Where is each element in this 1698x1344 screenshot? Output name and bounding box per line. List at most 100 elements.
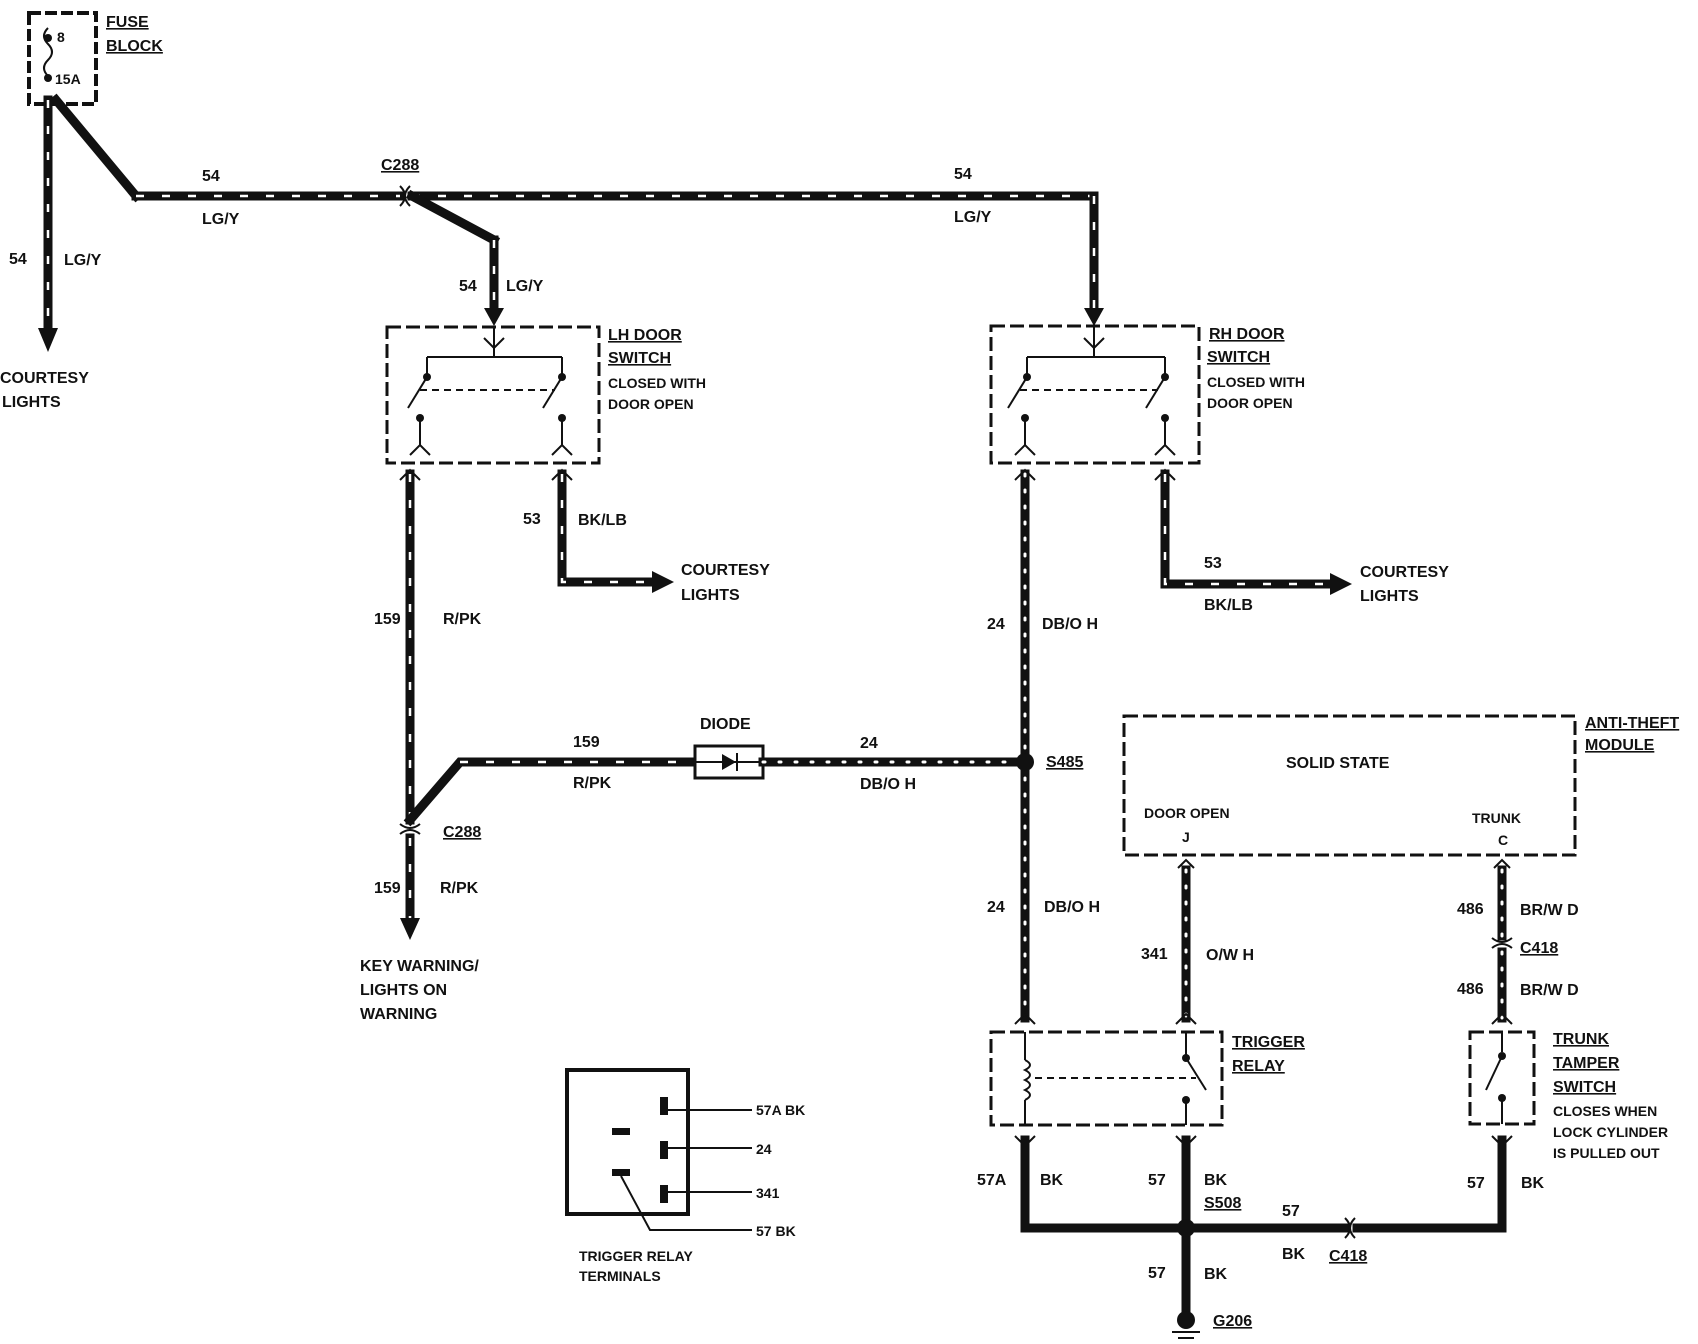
courtesy-lights-label: COURTESY xyxy=(0,370,89,387)
terminal-57a-bk-label: 57A BK xyxy=(756,1102,805,1118)
wire-57-label: 57 xyxy=(1282,1203,1300,1220)
fuse-block-title: FUSE xyxy=(106,14,149,31)
courtesy-lights-label: COURTESY xyxy=(681,562,770,579)
trunk-tamper-switch-title-line2: TAMPER xyxy=(1553,1055,1620,1072)
trigger-relay-terminals-title: TRIGGER RELAY xyxy=(579,1248,693,1264)
wire-bk-label: BK xyxy=(1040,1172,1064,1189)
courtesy-lights-label-line2: LIGHTS xyxy=(1360,588,1419,605)
trigger-relay xyxy=(989,1030,1224,1127)
wire-lgy-label: LG/Y xyxy=(202,211,240,228)
wire-54-label: 54 xyxy=(459,278,477,295)
wire-rpk-label: R/PK xyxy=(440,880,479,897)
wire-dboh-label: DB/O H xyxy=(1044,899,1100,916)
courtesy-lights-label-line2: LIGHTS xyxy=(2,394,61,411)
rh-door-switch-title-line2: SWITCH xyxy=(1207,349,1270,366)
wire-57a-label: 57A xyxy=(977,1172,1007,1189)
trunk-tamper-note: CLOSES WHEN xyxy=(1553,1103,1657,1119)
lh-door-switch xyxy=(385,325,601,465)
connector-c418-label: C418 xyxy=(1329,1248,1367,1265)
wire-486-label: 486 xyxy=(1457,981,1484,998)
terminal-24-label: 24 xyxy=(756,1141,772,1157)
wire-57-ground-network xyxy=(1014,1135,1513,1339)
door-open-pin-label: DOOR OPEN xyxy=(1144,805,1230,821)
wire-owh-label: O/W H xyxy=(1206,947,1254,964)
wire-53-label: 53 xyxy=(1204,555,1222,572)
wire-159-label: 159 xyxy=(573,734,600,751)
trigger-relay-terminals-title-line2: TERMINALS xyxy=(579,1268,661,1284)
wire-57-label: 57 xyxy=(1467,1175,1485,1192)
wire-rpk-label: R/PK xyxy=(443,611,482,628)
trigger-relay-title: TRIGGER xyxy=(1232,1034,1305,1051)
wire-bk-label: BK xyxy=(1204,1266,1228,1283)
wire-57-label: 57 xyxy=(1148,1172,1166,1189)
pin-j-label: J xyxy=(1182,829,1190,845)
fuse-number-label: 8 xyxy=(57,29,65,45)
anti-theft-module xyxy=(1122,714,1577,857)
wire-24-label: 24 xyxy=(987,899,1005,916)
wire-53-lh xyxy=(551,468,674,593)
wire-486-label: 486 xyxy=(1457,901,1484,918)
courtesy-lights-label: COURTESY xyxy=(1360,564,1449,581)
terminal-57-bk-label: 57 BK xyxy=(756,1223,796,1239)
connector-c288-label: C288 xyxy=(381,157,419,174)
diode xyxy=(693,744,765,780)
rh-door-switch-note-line2: DOOR OPEN xyxy=(1207,395,1293,411)
key-warning-label-line2: LIGHTS ON xyxy=(360,982,447,999)
wire-341-label: 341 xyxy=(1141,946,1168,963)
wire-lgy-label: LG/Y xyxy=(954,209,992,226)
courtesy-lights-label-line2: LIGHTS xyxy=(681,587,740,604)
pin-c-label: C xyxy=(1498,832,1508,848)
wire-53-rh xyxy=(1154,468,1352,595)
connector-c418-label: C418 xyxy=(1520,940,1558,957)
terminal-341-label: 341 xyxy=(756,1185,780,1201)
wire-24-label: 24 xyxy=(987,616,1005,633)
wire-dboh-label: DB/O H xyxy=(860,776,916,793)
trunk-tamper-switch-title: TRUNK xyxy=(1553,1031,1609,1048)
fuse-block-title-line2: BLOCK xyxy=(106,38,163,55)
wire-159-label: 159 xyxy=(374,880,401,897)
wire-brwd-label: BR/W D xyxy=(1520,902,1579,919)
wire-lgy-label: LG/Y xyxy=(506,278,544,295)
lh-door-switch-note-line2: DOOR OPEN xyxy=(608,396,694,412)
wire-bklb-label: BK/LB xyxy=(578,512,627,529)
trunk-tamper-note-line2: LOCK CYLINDER xyxy=(1553,1124,1668,1140)
wire-159-label: 159 xyxy=(374,611,401,628)
ground-g206-label: G206 xyxy=(1213,1313,1252,1330)
anti-theft-module-title-line2: MODULE xyxy=(1585,737,1655,754)
diode-label: DIODE xyxy=(700,716,751,733)
trunk-tamper-switch xyxy=(1468,1030,1536,1126)
wire-159 xyxy=(399,468,700,940)
wire-57-label: 57 xyxy=(1148,1265,1166,1282)
wire-53-label: 53 xyxy=(523,511,541,528)
wire-486 xyxy=(1491,858,1513,1025)
lh-door-switch-note: CLOSED WITH xyxy=(608,375,706,391)
trunk-tamper-note-line3: IS PULLED OUT xyxy=(1553,1145,1660,1161)
wire-dboh-label: DB/O H xyxy=(1042,616,1098,633)
lh-door-switch-title-line2: SWITCH xyxy=(608,350,671,367)
wire-bk-label: BK xyxy=(1282,1246,1306,1263)
anti-theft-module-title: ANTI-THEFT xyxy=(1585,715,1679,732)
lh-door-switch-title: LH DOOR xyxy=(608,327,682,344)
rh-door-switch xyxy=(989,324,1201,465)
wire-54-label: 54 xyxy=(202,168,220,185)
wire-54-label: 54 xyxy=(954,166,972,183)
connector-c288-label: C288 xyxy=(443,824,481,841)
splice-s508-label: S508 xyxy=(1204,1195,1241,1212)
rh-door-switch-title: RH DOOR xyxy=(1209,326,1285,343)
rh-door-switch-note: CLOSED WITH xyxy=(1207,374,1305,390)
wire-24-label: 24 xyxy=(860,735,878,752)
trigger-relay-title-line2: RELAY xyxy=(1232,1058,1285,1075)
fuse-rating-label: 15A xyxy=(55,71,81,87)
key-warning-label: KEY WARNING/ xyxy=(360,958,479,975)
wire-bklb-label: BK/LB xyxy=(1204,597,1253,614)
wire-bk-label: BK xyxy=(1521,1175,1545,1192)
wire-341 xyxy=(1175,858,1197,1025)
solid-state-label: SOLID STATE xyxy=(1286,755,1390,772)
wire-54-feed xyxy=(38,93,1104,352)
wire-54-label: 54 xyxy=(9,251,27,268)
splice-s485-label: S485 xyxy=(1046,754,1083,771)
fuse-block: 8 15A xyxy=(27,11,98,106)
trigger-relay-terminals-inset xyxy=(565,1068,752,1231)
wire-brwd-label: BR/W D xyxy=(1520,982,1579,999)
